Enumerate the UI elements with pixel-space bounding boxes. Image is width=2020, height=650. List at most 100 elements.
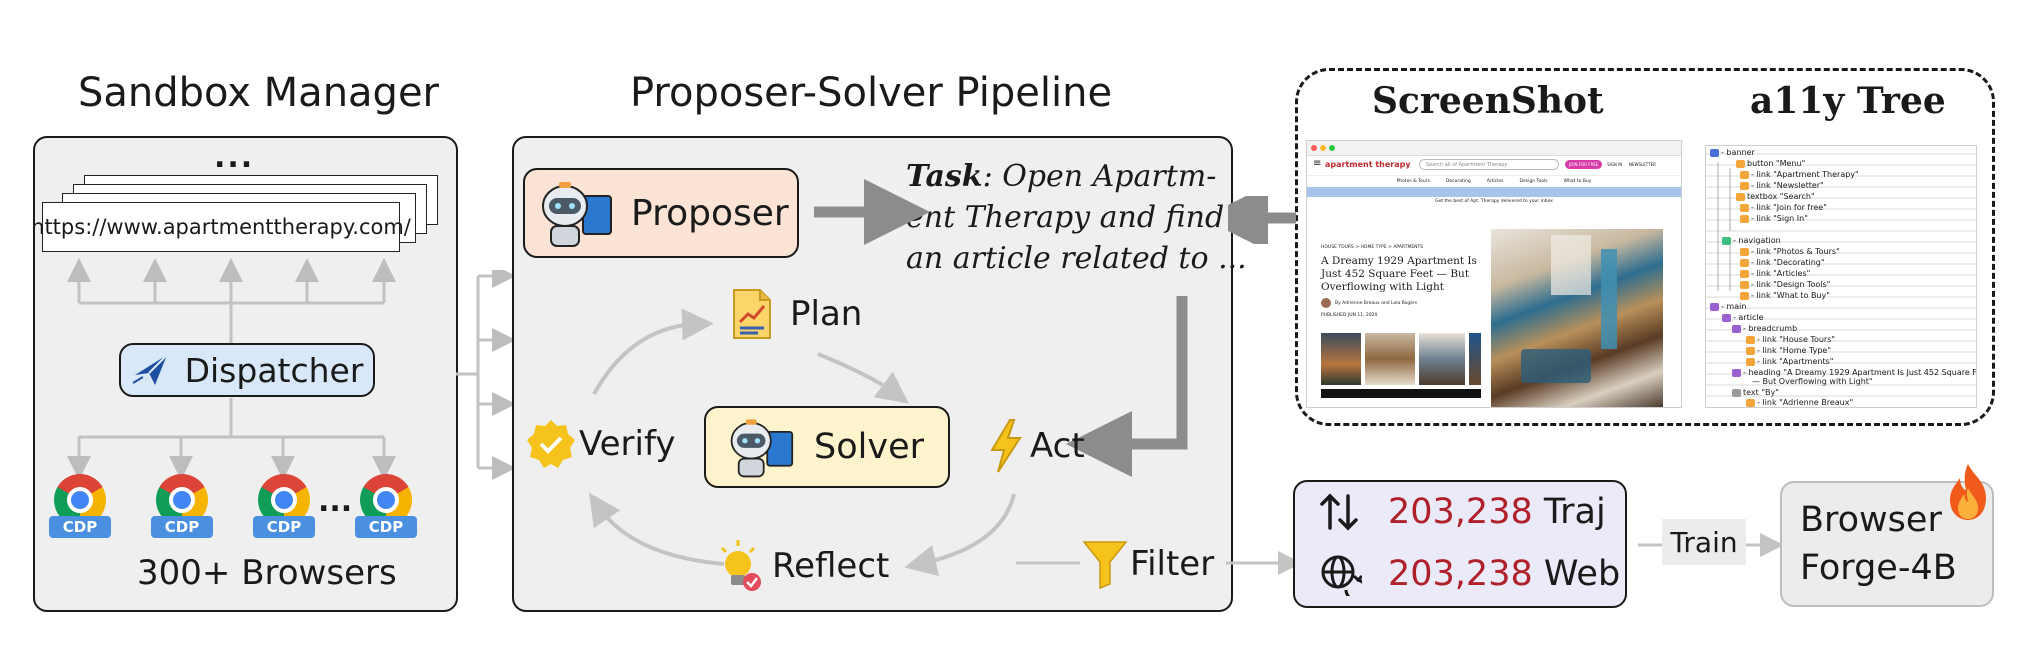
solver-label: Solver [814,427,924,467]
swap-arrows-icon [1320,493,1358,531]
stack-dots: ... [214,140,255,175]
globe-sync-icon [1321,555,1362,596]
browser-titlebar [1307,141,1681,156]
tree-node: - navigation [1722,236,1781,245]
nav-articles[interactable]: Articles [1486,178,1504,184]
reflect-label: Reflect [772,546,890,586]
task-text: Task: Open Apartm- ent Therapy and find … [906,156,1247,279]
browser-ellipsis: ... [318,484,353,519]
robot-icon [730,419,794,478]
gallery-bar[interactable] [1321,389,1481,398]
tree-title: a11y Tree [1750,80,1946,122]
sandbox-title: Sandbox Manager [78,70,439,116]
nav-decorating[interactable]: Decorating [1445,178,1471,184]
train-label-box: Train [1662,519,1746,565]
nav-what-to-buy[interactable]: What to Buy [1563,178,1592,184]
verify-node: Verify [525,418,675,470]
web-label: Web [1543,554,1621,594]
site-search[interactable]: Search all of Apartment Therapy [1419,159,1559,170]
gallery-thumb-4[interactable] [1469,333,1481,385]
chrome-browser-3: CDP [253,474,315,544]
screenshot-title: ScreenShot [1372,80,1604,122]
tree-node-cont: — But Overflowing with Light" [1752,377,1873,386]
tree-node: - link "Photos & Tours" [1740,247,1840,256]
tree-node: - link "Articles" [1740,269,1810,278]
chrome-browser-1: CDP [49,474,111,544]
join-button[interactable]: JOIN FOR FREE [1565,160,1603,169]
paper-plane-icon [132,354,168,385]
newsletter-link[interactable]: NEWSLETTER [1629,162,1656,167]
site-nav: Photos & Tours Decorating Articles Desig… [1307,175,1681,187]
minimize-dot-icon [1320,145,1326,151]
chrome-browser-4: CDP [355,474,417,544]
tree-node: - link "House Tours" [1746,335,1835,344]
model-name-line-1: Browser [1800,500,1942,540]
verified-badge-icon [527,420,575,468]
robot-icon [542,182,612,247]
web-count: 203,238 [1388,554,1533,594]
lightning-icon [990,419,1022,473]
document-chart-icon [733,289,771,339]
plan-label: Plan [790,294,863,334]
tree-node: - link "Newsletter" [1740,181,1824,190]
traj-row: 203,238 Traj [1318,490,1606,534]
gallery-thumb-1[interactable] [1321,333,1361,385]
signin-link[interactable]: SIGN IN [1607,162,1623,167]
nav-design-tools[interactable]: Design Tools [1519,178,1548,184]
article-byline: By Adrienne Breaux and Lola Rogers [1335,301,1418,306]
url-text: https://www.apartmenttherapy.com/ [31,215,411,239]
cdp-badge: CDP [49,516,111,538]
screenshot-thumbnail: ≡ apartment therapy Search all of Apartm… [1306,140,1682,408]
filter-label: Filter [1130,544,1215,584]
pipeline-title: Proposer-Solver Pipeline [630,70,1113,116]
lightbulb-icon [720,540,761,591]
filter-connector [1016,551,1300,575]
plan-node: Plan [732,288,862,340]
tree-node: button "Menu" [1736,159,1805,168]
proposer-box: Proposer [523,168,799,258]
tree-node: text "By" [1732,388,1779,397]
tree-node: - link "Home Type" [1746,346,1831,355]
traj-label: Traj [1543,492,1606,532]
nav-photos[interactable]: Photos & Tours [1396,178,1430,184]
chrome-browser-2: CDP [151,474,213,544]
act-node: Act [986,418,1085,474]
cdp-badge: CDP [253,516,315,538]
filter-node: Filter [1082,538,1214,590]
gallery-thumb-3[interactable] [1419,333,1465,385]
verify-label: Verify [579,424,676,464]
tree-node: - breadcrumb [1732,324,1797,333]
tree-guides [1706,153,1976,397]
tree-node: - main [1710,302,1746,311]
gallery-thumb-2[interactable] [1365,333,1415,385]
hero-photo [1491,229,1663,407]
task-line-3: an article related to ... [906,241,1247,276]
proposer-label: Proposer [631,192,789,234]
train-label: Train [1670,525,1738,559]
solver-box: Solver [704,406,950,488]
observation-to-task-arrow [1228,196,1296,244]
sandbox-to-pipeline-arrows [456,270,512,480]
tree-node: - link "Decorating" [1740,258,1825,267]
fire-icon [1950,464,1986,520]
a11y-tree-thumbnail: - banner button "Menu" - link "Apartment… [1705,145,1977,408]
site-banner[interactable]: Get the best of Apt. Therapy delivered t… [1307,187,1681,204]
author-avatar [1321,298,1331,308]
traj-count: 203,238 [1388,492,1533,532]
tree-node: - link "Apartment Therapy" [1740,170,1859,179]
tree-node: - banner [1710,148,1755,157]
pipeline-arrows [588,179,1188,577]
maximize-dot-icon [1329,145,1335,151]
tree-node: - link "Join for free" [1740,203,1827,212]
site-header: ≡ apartment therapy Search all of Apartm… [1307,155,1681,176]
tree-node: - link "Sign In" [1740,214,1808,223]
url-card: https://www.apartmenttherapy.com/ [31,202,411,252]
site-logo[interactable]: apartment therapy [1325,160,1411,169]
tree-node: - link "Adrienne Breaux" [1746,398,1853,407]
dispatcher-label: Dispatcher [184,350,364,390]
tree-node: - link "Apartments" [1746,357,1833,366]
tree-node: - link "Design Tools" [1740,280,1830,289]
menu-icon[interactable]: ≡ [1313,158,1322,169]
model-name-line-2: Forge-4B [1800,548,1957,588]
act-label: Act [1030,426,1085,466]
